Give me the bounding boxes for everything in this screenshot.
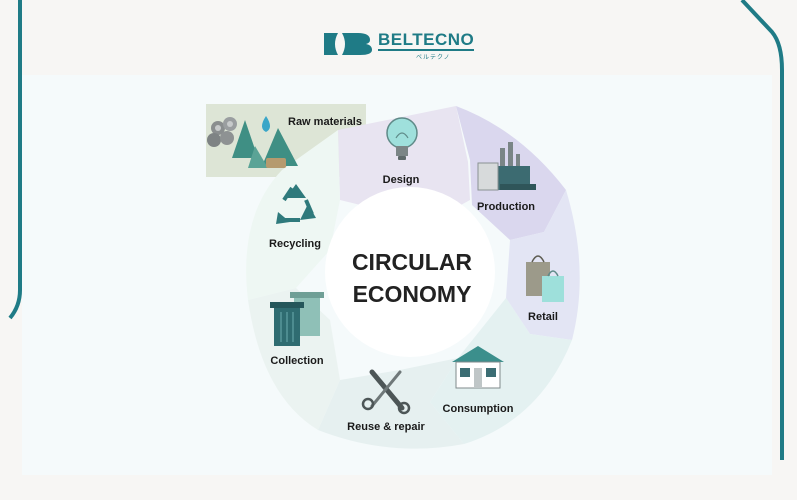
center-title-line2: ECONOMY bbox=[353, 281, 472, 307]
label-retail: Retail bbox=[528, 311, 558, 323]
label-recycling: Recycling bbox=[269, 238, 321, 250]
segment-consumption bbox=[430, 298, 572, 444]
factory-icon bbox=[477, 142, 536, 191]
beltecno-logo: BELTECNO ベルテクノ bbox=[322, 30, 475, 61]
label-production: Production bbox=[477, 201, 535, 213]
recycle-icon bbox=[276, 184, 316, 224]
center-disk bbox=[325, 187, 495, 357]
ring bbox=[246, 106, 580, 449]
wrench-scissors-icon bbox=[361, 369, 411, 415]
label-raw-materials: Raw materials bbox=[288, 116, 362, 128]
lightbulb-icon bbox=[386, 117, 418, 160]
segment-recycling bbox=[246, 130, 340, 300]
label-consumption: Consumption bbox=[443, 403, 514, 415]
segment-reuse bbox=[318, 358, 464, 449]
house-icon bbox=[452, 346, 504, 389]
shopping-bags-icon bbox=[526, 255, 564, 302]
logo-brand-text: BELTECNO bbox=[378, 30, 475, 51]
trash-bins-icon bbox=[270, 292, 324, 346]
center-title-line1: CIRCULAR bbox=[352, 249, 472, 275]
logo-kana-text: ベルテクノ bbox=[416, 55, 451, 61]
label-design: Design bbox=[383, 174, 420, 186]
label-reuse-repair: Reuse & repair bbox=[347, 421, 425, 433]
trees-logs-icon bbox=[207, 116, 298, 168]
beltecno-logo-mark-icon bbox=[324, 33, 372, 55]
label-collection: Collection bbox=[270, 355, 323, 367]
